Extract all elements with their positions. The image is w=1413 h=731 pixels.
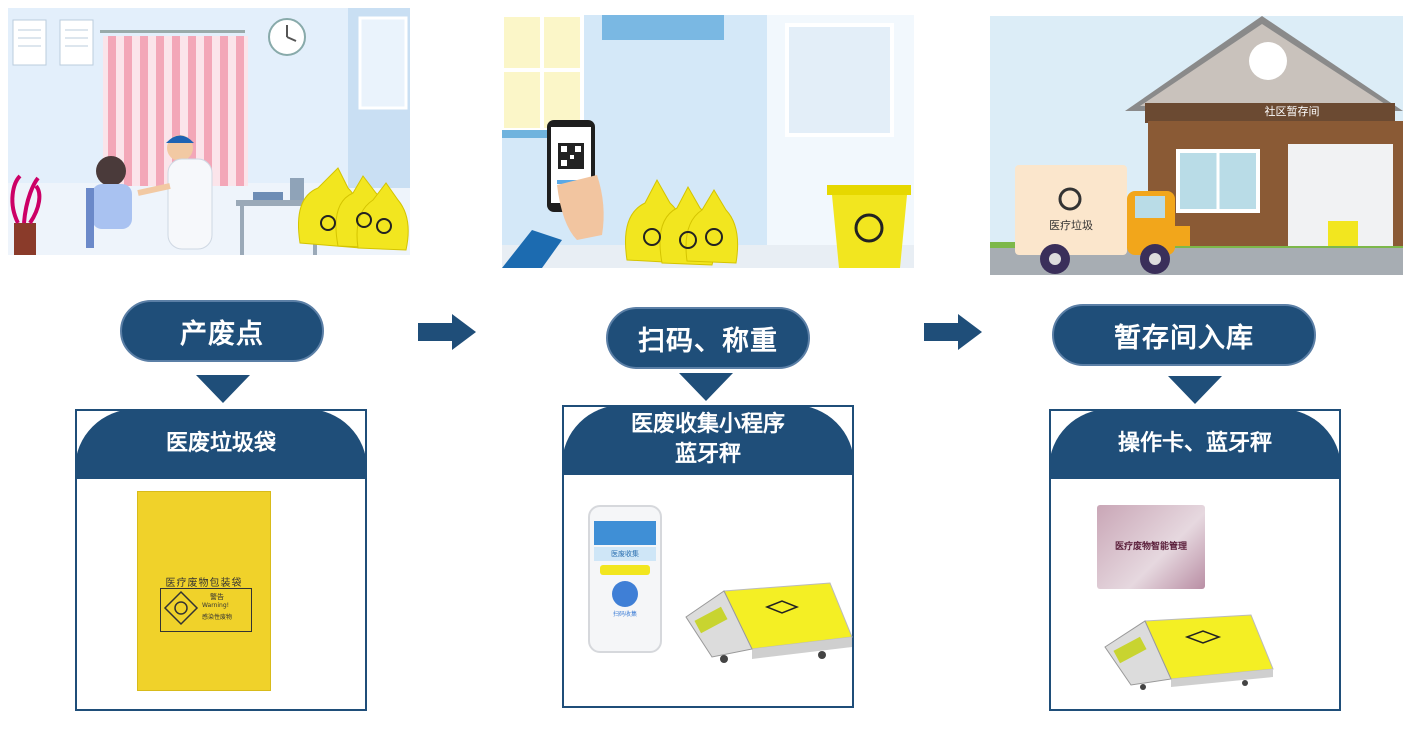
step-pill-source: 产废点 <box>120 300 324 362</box>
bag-label-box <box>160 588 252 632</box>
scene-clinic <box>8 8 410 255</box>
card-waste-bag: 医废垃圾袋 医疗废物包装袋 警告 Warning! 感染性废物 <box>75 409 367 711</box>
waste-bag-image: 医疗废物包装袋 警告 Warning! 感染性废物 <box>137 491 271 691</box>
phone-banner: 医废收集 <box>594 547 656 561</box>
phone-scan-button[interactable] <box>612 581 638 607</box>
flow-arrow-2 <box>924 314 982 350</box>
card-title: 医废垃圾袋 <box>165 431 276 456</box>
biohazard-icon <box>163 590 199 626</box>
bluetooth-scale-image <box>685 582 853 663</box>
step-label: 扫码、称重 <box>638 325 778 357</box>
down-arrow-2 <box>679 373 733 401</box>
bag-warning: 警告 <box>210 593 224 601</box>
scene-storage: 社区暂存间 医疗垃圾 <box>990 16 1403 275</box>
card-header: 医废垃圾袋 <box>75 409 367 479</box>
operation-card-image: 医疗废物智能管理 <box>1097 505 1205 589</box>
step-pill-scan: 扫码、称重 <box>606 307 810 369</box>
card-miniprogram-scale: 医废收集小程序 蓝牙秤 医废收集 扫码收集 <box>562 405 854 708</box>
step-label: 暂存间入库 <box>1114 322 1254 354</box>
flow-arrow-1 <box>418 314 476 350</box>
card-operation-card-scale: 操作卡、蓝牙秤 医疗废物智能管理 <box>1049 409 1341 711</box>
card-title-line-2: 蓝牙秤 <box>674 442 741 467</box>
operation-card-title: 医疗废物智能管理 <box>1114 542 1187 552</box>
card-title-line-1: 医废收集小程序 <box>630 412 785 437</box>
card-header: 操作卡、蓝牙秤 <box>1049 409 1341 479</box>
phone-image: 医废收集 扫码收集 <box>588 505 662 653</box>
bag-warning-sub: 感染性废物 <box>202 614 233 621</box>
phone-scan-label: 扫码收集 <box>612 611 637 618</box>
down-arrow-1 <box>196 375 250 403</box>
down-arrow-3 <box>1168 376 1222 404</box>
scene-scan <box>502 15 914 268</box>
bag-title: 医疗废物包装袋 <box>165 578 243 589</box>
step-label: 产废点 <box>180 318 264 350</box>
bag-warning-en: Warning! <box>202 602 230 609</box>
truck-label: 医疗垃圾 <box>1049 219 1093 232</box>
building-sign: 社区暂存间 <box>1264 105 1320 118</box>
card-title: 操作卡、蓝牙秤 <box>1117 431 1272 456</box>
card-header: 医废收集小程序 蓝牙秤 <box>562 405 854 475</box>
bluetooth-scale-image <box>1104 614 1274 690</box>
step-pill-storage: 暂存间入库 <box>1052 304 1316 366</box>
